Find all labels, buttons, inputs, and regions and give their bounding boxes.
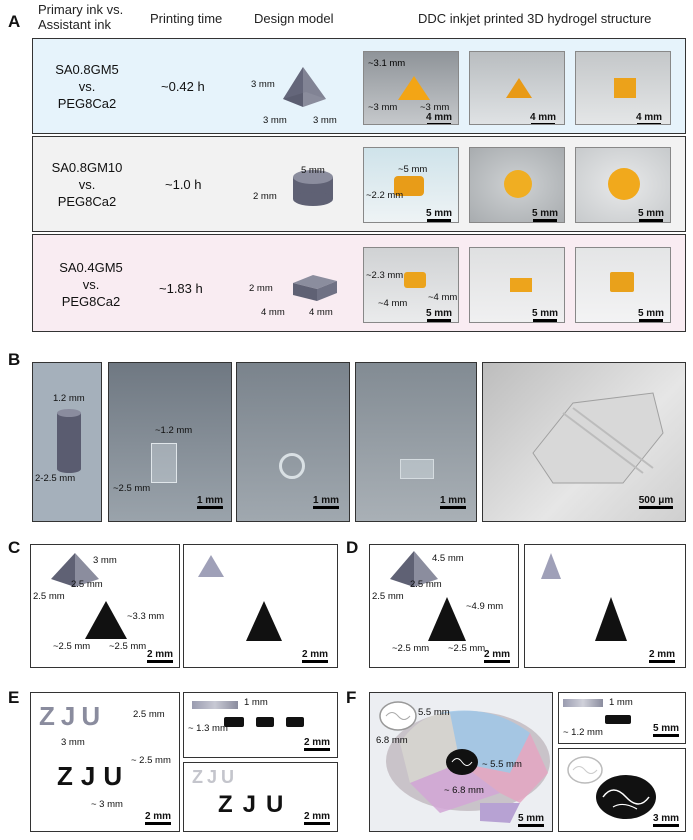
row-2-photo-1: ~5 mm ~2.2 mm 5 mm (363, 147, 459, 223)
row-3: SA0.4GM5 vs. PEG8Ca2 ~1.83 h 2 mm 4 mm 4… (32, 234, 686, 332)
model-dim-h: 3 mm (251, 79, 275, 90)
panel-b-photo-2: 1 mm (236, 362, 350, 522)
panel-e-label: E (8, 688, 20, 707)
panel-e-photo-1: ZJU 2.5 mm 3 mm ZJU ~ 2.5 mm ~ 3 mm 2 mm (30, 692, 180, 832)
model-dim-d: 3 mm (313, 115, 337, 126)
row-1-time: ~0.42 h (161, 79, 205, 94)
row-3-ink: SA0.4GM5 vs. PEG8Ca2 (59, 260, 123, 309)
row-1: SA0.8GM5 vs. PEG8Ca2 ~0.42 h 3 mm 3 mm 3… (32, 38, 686, 134)
row-3-time: ~1.83 h (159, 281, 203, 296)
row-2-time: ~1.0 h (165, 177, 202, 192)
panel-f-label: F (346, 688, 357, 707)
row-2-ink: SA0.8GM10 vs. PEG8Ca2 (51, 160, 123, 209)
panel-e-photo-2: 1 mm ~ 1.3 mm 2 mm (183, 692, 338, 758)
cylinder-model (293, 170, 333, 206)
row-1-ink: SA0.8GM5 vs. PEG8Ca2 (55, 62, 119, 111)
panel-c-label: C (8, 538, 21, 557)
header-time: Printing time (150, 11, 223, 26)
panel-c-photo-2: 2 mm (183, 544, 338, 668)
panel-b-sem: 500 μm (482, 362, 686, 522)
model-dim-w: 3 mm (263, 115, 287, 126)
model-dim-d: 4 mm (309, 307, 333, 318)
row-3-photo-3: 5 mm (575, 247, 671, 323)
row-3-photo-1: ~2.3 mm ~4 mm ~4 mm 5 mm (363, 247, 459, 323)
row-1-photo-2: 4 mm (469, 51, 565, 125)
row-2-photo-3: 5 mm (575, 147, 671, 223)
panel-d-label: D (346, 538, 359, 557)
row-2-photo-2: 5 mm (469, 147, 565, 223)
row-1-photo-3: 4 mm (575, 51, 671, 125)
header-structure: DDC inkjet printed 3D hydrogel structure (418, 11, 652, 26)
panel-f-brain-photo: 5.5 mm 6.8 mm ~ 5.5 mm ~ 6.8 mm 5 mm (369, 692, 553, 832)
row-3-photo-2: 5 mm (469, 247, 565, 323)
panel-a-label: A (8, 12, 21, 31)
model-dim-height: 2 mm (249, 283, 273, 294)
panel-b-label: B (8, 350, 21, 369)
panel-d-photo-2: 2 mm (524, 544, 686, 668)
panel-e-photo-3: ZJU ZJU 2 mm (183, 762, 338, 832)
header-model: Design model (254, 11, 334, 26)
panel-c-photo-1: 3 mm 2.5 mm 2.5 mm ~3.3 mm ~2.5 mm ~2.5 … (30, 544, 180, 668)
panel-d-photo-1: 4.5 mm 2.5 mm 2.5 mm ~4.9 mm ~2.5 mm ~2.… (369, 544, 519, 668)
model-dim-w: 4 mm (261, 307, 285, 318)
cuboid-model (293, 275, 337, 301)
panel-b-model: 1.2 mm 2-2.5 mm (32, 362, 102, 522)
panel-f-side-photo: 1 mm ~ 1.2 mm 5 mm (558, 692, 686, 744)
row-1-photo-1: ~3.1 mm ~3 mm ~3 mm 4 mm (363, 51, 459, 125)
row-2: SA0.8GM10 vs. PEG8Ca2 ~1.0 h 5 mm 2 mm ~… (32, 136, 686, 232)
model-dim-height: 2 mm (253, 191, 277, 202)
pyramid-model (283, 67, 326, 107)
model-dim-diameter: 5 mm (301, 165, 325, 176)
header-ink: Primary ink vs. Assistant ink (38, 2, 124, 32)
panel-f-top-photo: 3 mm (558, 748, 686, 832)
panel-b-photo-1: ~1.2 mm ~2.5 mm 1 mm (108, 362, 232, 522)
panel-b-photo-3: 1 mm (355, 362, 477, 522)
